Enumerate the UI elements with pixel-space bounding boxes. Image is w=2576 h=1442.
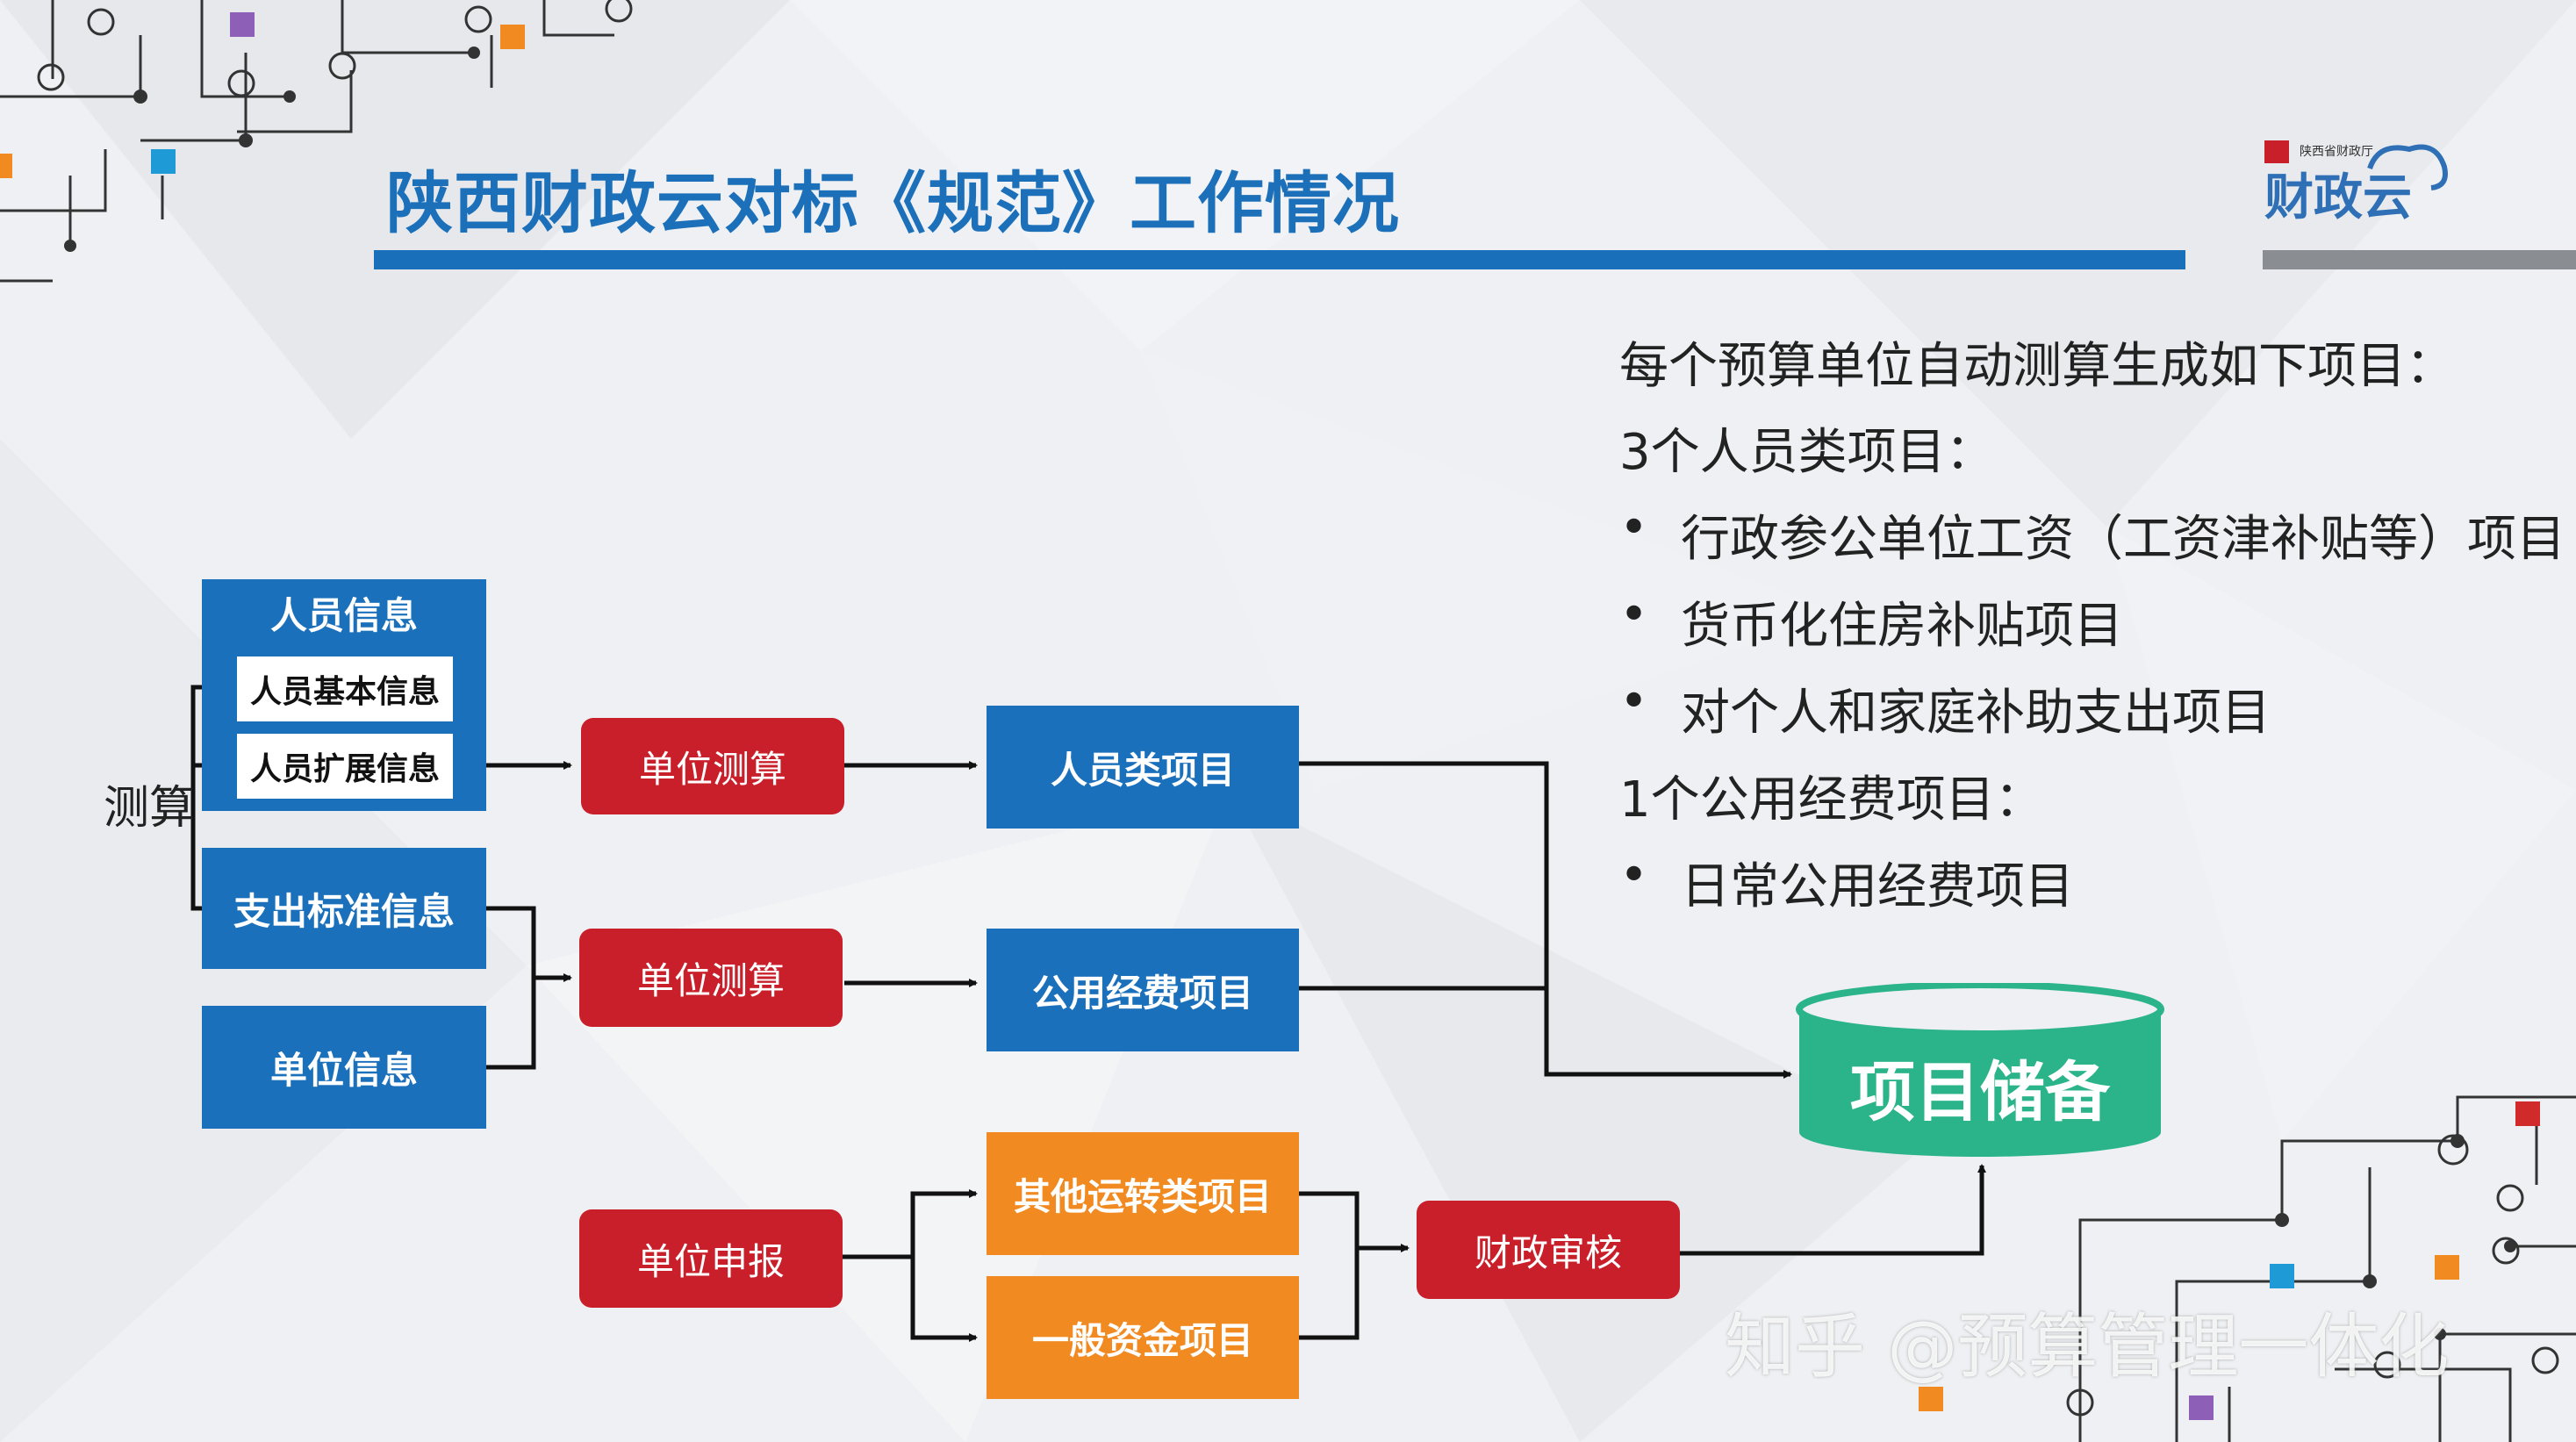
intro-text: 每个预算单位自动测算生成如下项目： [1619,338,2455,395]
other-transfer-project-box: 其他运转类项目 [987,1132,1299,1255]
public-heading: 1个公用经费项目： [1619,771,2044,829]
unit-calc-box-2: 单位测算 [579,929,843,1027]
title-underline [374,250,2185,269]
bullet-icon: • [1619,586,1649,643]
personnel-extended-info: 人员扩展信息 [237,734,453,799]
unit-calc-box-1: 单位测算 [581,718,844,814]
finance-review-box: 财政审核 [1417,1201,1680,1299]
personnel-heading: 3个人员类项目： [1619,424,1995,481]
measure-label: 测算 [104,782,196,835]
unit-info: 单位信息 [202,1006,486,1129]
bullet-icon: • [1619,847,1649,904]
finance-cloud-logo: 陕西省财政厅 财政云 [2264,133,2449,226]
title-underline-accent [2263,250,2576,269]
expense-standard-info: 支出标准信息 [202,848,486,969]
personnel-info-title: 人员信息 [269,594,418,637]
bullet-icon: • [1619,673,1649,730]
unit-report-box: 单位申报 [579,1209,843,1308]
database-icon [1796,983,2164,1157]
logo-title: 财政云 [2264,169,2412,226]
personnel-basic-info: 人员基本信息 [237,656,453,721]
personnel-project-box: 人员类项目 [987,706,1299,829]
watermark: 知乎 @预算管理一体化 [1725,1306,2450,1388]
cloud-icon [2264,140,2448,190]
public-project-box: 公用经费项目 [987,929,1299,1051]
page-title: 陕西财政云对标《规范》工作情况 [386,164,1400,242]
project-store-label: 项目储备 [1850,1055,2110,1130]
bullet-icon: • [1619,499,1649,556]
general-fund-project-box: 一般资金项目 [987,1276,1299,1399]
logo-subtitle: 陕西省财政厅 [2300,145,2373,159]
